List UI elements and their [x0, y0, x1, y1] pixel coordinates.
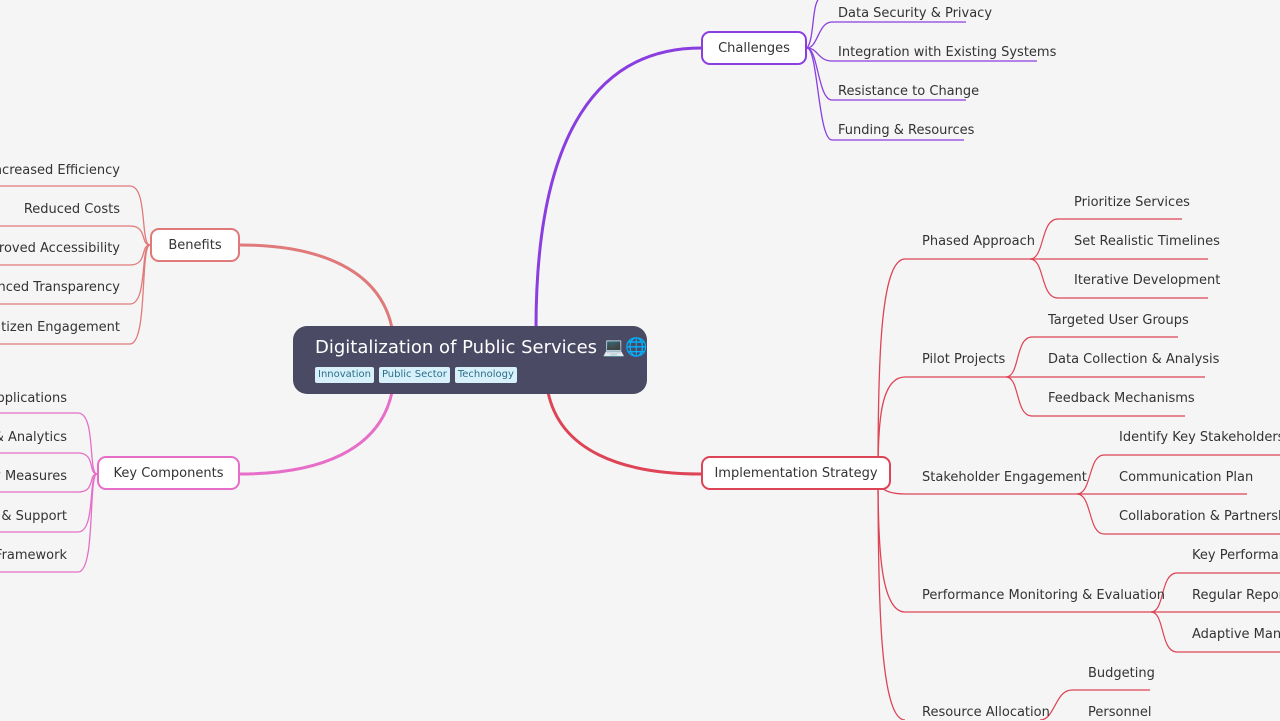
- link-challenges: [534, 46, 702, 329]
- tag-public-sector[interactable]: Public Sector: [378, 367, 450, 383]
- link-challenge-offscreen: [806, 0, 819, 49]
- tag-innovation[interactable]: Innovation: [315, 367, 374, 383]
- leaf-prioritize-services[interactable]: Prioritize Services: [1074, 195, 1190, 210]
- link-phased-leaf: [1029, 218, 1059, 260]
- link-implementation: [546, 391, 702, 476]
- link-benefit-item: [129, 185, 151, 246]
- leaf-personnel[interactable]: Personnel: [1088, 705, 1152, 720]
- link-performance-leaf: [1150, 572, 1178, 613]
- leaf-iterative-development[interactable]: Iterative Development: [1074, 273, 1221, 288]
- leaf-communication-plan[interactable]: Communication Plan: [1119, 470, 1254, 485]
- link-benefit-item: [129, 244, 151, 345]
- leaf-training-support[interactable]: g & Support: [0, 509, 67, 524]
- leaf-reduced-costs[interactable]: Reduced Costs: [23, 202, 120, 217]
- leaf-regular-reporting[interactable]: Regular Report: [1192, 588, 1280, 603]
- leaf-increased-efficiency[interactable]: Increased Efficiency: [0, 163, 120, 178]
- branch-benefits[interactable]: Benefits: [150, 228, 240, 262]
- link-component-item: [77, 452, 98, 475]
- subtopic-resource-allocation[interactable]: Resource Allocation: [922, 705, 1050, 720]
- leaf-improved-accessibility[interactable]: mproved Accessibility: [0, 241, 120, 256]
- leaf-adaptive-management[interactable]: Adaptive Mana: [1192, 627, 1280, 642]
- leaf-key-performance-indicators[interactable]: Key Performan: [1192, 548, 1280, 563]
- link-benefit-item: [129, 225, 151, 246]
- link-implementation-subtopic: [877, 473, 906, 720]
- leaf-framework[interactable]: Framework: [0, 548, 67, 563]
- link-component-item: [77, 412, 98, 475]
- leaf-targeted-user-groups[interactable]: Targeted User Groups: [1048, 313, 1189, 328]
- leaf-feedback-mechanisms[interactable]: Feedback Mechanisms: [1048, 391, 1195, 406]
- branch-challenges[interactable]: Challenges: [701, 31, 807, 65]
- link-phased-leaf: [1029, 258, 1059, 299]
- link-implementation-subtopic: [877, 473, 906, 613]
- leaf-analytics[interactable]: & Analytics: [0, 430, 67, 445]
- leaf-citizen-engagement[interactable]: Citizen Engagement: [0, 320, 120, 335]
- link-challenge-item: [806, 47, 833, 141]
- link-resource-leaf: [1039, 689, 1073, 720]
- leaf-applications[interactable]: pplications: [0, 391, 67, 406]
- leaf-data-security-privacy[interactable]: Data Security & Privacy: [838, 6, 993, 21]
- central-topic[interactable]: Digitalization of Public Services 💻🌐 Inn…: [293, 326, 648, 394]
- link-benefit-item: [129, 244, 151, 305]
- link-pilot-leaf: [1005, 336, 1033, 378]
- leaf-resistance-to-change[interactable]: Resistance to Change: [838, 84, 980, 99]
- leaf-set-realistic-timelines[interactable]: Set Realistic Timelines: [1074, 234, 1220, 249]
- branch-key-components[interactable]: Key Components: [97, 456, 240, 490]
- leaf-collaboration-partnerships[interactable]: Collaboration & Partnership: [1119, 509, 1280, 524]
- tag-technology[interactable]: Technology: [454, 367, 517, 383]
- leaf-integration-existing-systems[interactable]: Integration with Existing Systems: [838, 45, 1057, 60]
- branch-implementation-strategy[interactable]: Implementation Strategy: [701, 456, 891, 490]
- leaf-funding-resources[interactable]: Funding & Resources: [838, 123, 975, 138]
- leaf-budgeting[interactable]: Budgeting: [1088, 666, 1155, 681]
- link-key-components: [239, 391, 394, 476]
- link-challenge-item: [806, 21, 833, 49]
- link-performance-leaf: [1150, 611, 1178, 653]
- subtopic-pilot-projects[interactable]: Pilot Projects: [922, 352, 1006, 367]
- link-benefits: [239, 243, 394, 329]
- link-component-item: [77, 473, 98, 573]
- link-stakeholder-leaf: [1076, 454, 1105, 495]
- subtopic-performance-monitoring[interactable]: Performance Monitoring & Evaluation: [922, 588, 1166, 603]
- link-pilot-leaf: [1005, 376, 1033, 417]
- link-stakeholder-leaf: [1076, 493, 1105, 535]
- central-topic-tags: Innovation Public Sector Technology: [315, 367, 625, 383]
- leaf-identify-key-stakeholders[interactable]: Identify Key Stakeholders: [1119, 430, 1280, 445]
- leaf-security-measures[interactable]: y Measures: [0, 469, 67, 484]
- central-topic-title: Digitalization of Public Services 💻🌐: [315, 337, 648, 358]
- leaf-data-collection-analysis[interactable]: Data Collection & Analysis: [1048, 352, 1220, 367]
- link-implementation-subtopic: [877, 258, 906, 475]
- subtopic-phased-approach[interactable]: Phased Approach: [922, 234, 1035, 249]
- leaf-enhanced-transparency[interactable]: anced Transparency: [0, 280, 120, 295]
- subtopic-stakeholder-engagement[interactable]: Stakeholder Engagement: [922, 470, 1087, 485]
